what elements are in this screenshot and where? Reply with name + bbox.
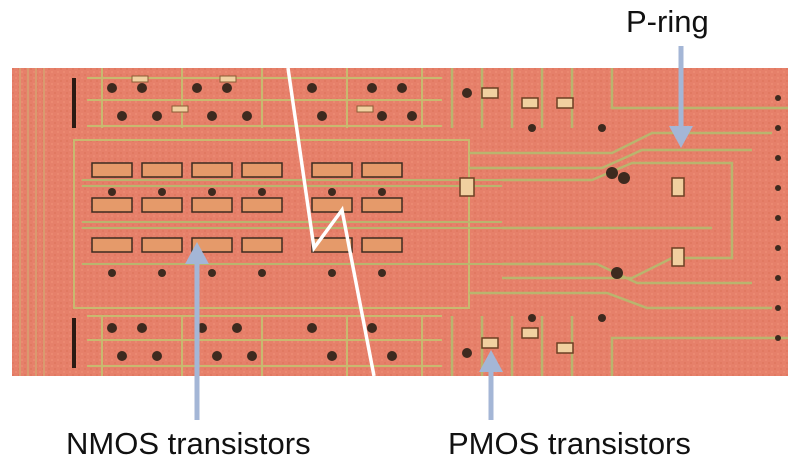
nmos-region [73, 139, 470, 309]
top-resistors [131, 75, 374, 113]
pmos-contacts [462, 88, 630, 358]
break-line [286, 68, 376, 376]
pmos-traces [450, 68, 788, 376]
left-bus [19, 68, 45, 376]
nmos-contacts [108, 188, 386, 277]
bottom-cell-array [87, 315, 442, 376]
top-contacts [107, 83, 417, 121]
nmos-transistors-label: NMOS transistors [66, 426, 311, 461]
p-ring-label: P-ring [626, 4, 709, 39]
die-photo [12, 68, 788, 376]
pmos-devices [459, 87, 685, 354]
right-edge-contacts [775, 95, 781, 341]
top-cell-array [87, 68, 442, 128]
bottom-contacts [107, 323, 397, 361]
nmos-cells [91, 162, 403, 253]
pmos-transistors-label: PMOS transistors [448, 426, 691, 461]
nmos-bus-lines [82, 179, 502, 265]
